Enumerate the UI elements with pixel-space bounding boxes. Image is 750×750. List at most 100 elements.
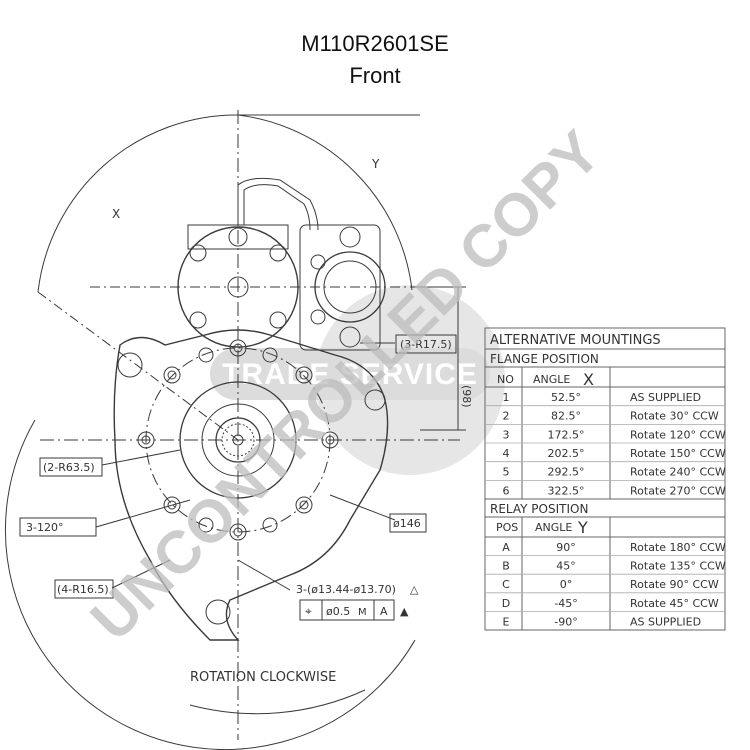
feature-control-frame: [299, 599, 395, 621]
relay-row-pos: D: [502, 597, 510, 610]
flange-row-no: 4: [503, 447, 510, 460]
flange-row-action: Rotate 270° CCW: [630, 484, 726, 497]
watermark-band: [210, 348, 490, 400]
flange-rows: 1 52.5° AS SUPPLIED 2 82.5° Rotate 30° CCW 3 17…: [503, 391, 726, 497]
rotation-arc: [4, 419, 416, 750]
table-heading: ALTERNATIVE MOUNTINGS: [490, 333, 661, 348]
motor-center: [227, 276, 249, 298]
relay-position-title: RELAY POSITION: [490, 502, 588, 516]
leader-dia146: [329, 494, 396, 521]
leader-r16: [111, 559, 171, 589]
pinion-housing: [201, 403, 275, 477]
relay-row: D -45° Rotate 45° CCW: [502, 597, 719, 610]
flange-row: 6 322.5° Rotate 270° CCW: [503, 484, 726, 497]
wiring-loop: [237, 177, 319, 231]
flange-row-angle: 292.5°: [548, 466, 585, 479]
flange-row-angle: 82.5°: [551, 410, 581, 423]
flange-row-no: 6: [503, 484, 510, 497]
relay-header-angle: ANGLE: [535, 521, 572, 534]
relay-row-action: Rotate 90° CCW: [630, 578, 719, 591]
flange-header-no: NO: [497, 373, 514, 386]
relay-row-pos: C: [502, 578, 510, 591]
relay-row-angle: -90°: [554, 615, 577, 628]
watermark-secondary: TRADE SERVICE: [222, 358, 478, 391]
housing-bolt: [228, 227, 248, 247]
fcf-tolerance: ø0.5: [326, 605, 350, 618]
fcf-datum: A: [380, 605, 388, 618]
dia146-box: [389, 513, 427, 533]
rotation-direction-arc: [189, 689, 366, 715]
nose-housing: [179, 381, 297, 499]
relay-row-angle: -45°: [554, 597, 577, 610]
flange-ear-hole: [364, 389, 386, 411]
leader-r63: [101, 449, 181, 466]
flange-row-no: 5: [503, 466, 510, 479]
r17-label: (3-R17.5): [400, 338, 452, 351]
relay-row-angle: 45°: [556, 560, 576, 573]
relay-row-action: AS SUPPLIED: [630, 615, 701, 628]
ang120-box: [19, 517, 97, 537]
flange-header-angle: ANGLE: [533, 373, 570, 386]
angle-x-label: X: [112, 207, 120, 221]
dimension-labels: X Y (3-R17.5) (98) (2-R63.5) 3-120° ø146…: [26, 157, 473, 685]
leader-holes: [237, 559, 291, 591]
ang120-label: 3-120°: [26, 521, 63, 534]
mounting-flange-outline: [113, 329, 389, 641]
flange-row: 2 82.5° Rotate 30° CCW: [503, 410, 719, 423]
relay-row-angle: 90°: [556, 541, 576, 554]
flange-row-no: 1: [503, 391, 510, 404]
flange-row-angle: 52.5°: [551, 391, 581, 404]
flange-position-title: FLANGE POSITION: [490, 352, 599, 366]
flange-row-no: 3: [503, 428, 510, 441]
flange-row-angle: 322.5°: [548, 484, 585, 497]
pinion-gear: [215, 417, 261, 463]
flange-row-angle: 202.5°: [548, 447, 585, 460]
flange-bolt-holes: [137, 339, 339, 541]
angle-x-leader: [37, 291, 239, 441]
relay-row: E -90° AS SUPPLIED: [503, 615, 702, 628]
relay-row: A 90° Rotate 180° CCW: [502, 541, 726, 554]
position-tolerance-icon: ⌖: [305, 604, 312, 618]
flange-row-action: Rotate 120° CCW: [630, 428, 726, 441]
flange-row-action: AS SUPPLIED: [630, 391, 701, 404]
flange-row-action: Rotate 240° CCW: [630, 466, 726, 479]
motor-housing: [177, 226, 299, 348]
flange-row-action: Rotate 30° CCW: [630, 410, 719, 423]
housing-bolt: [189, 311, 207, 329]
housing-bolt: [189, 244, 207, 262]
relay-row-pos: B: [502, 560, 510, 573]
flange-row: 3 172.5° Rotate 120° CCW: [503, 428, 726, 441]
flange-row-no: 2: [503, 410, 510, 423]
rotation-label: ROTATION CLOCKWISE: [190, 670, 336, 685]
leader-120: [95, 499, 191, 528]
relay-row-action: Rotate 180° CCW: [630, 541, 726, 554]
flange-ear-hole: [205, 599, 231, 625]
angle-y-label: Y: [371, 157, 380, 171]
r16-box: [54, 579, 114, 599]
relay-row-pos: E: [503, 615, 510, 628]
relay-row: C 0° Rotate 90° CCW: [502, 578, 719, 591]
pinion-teeth: [221, 423, 255, 457]
housing-bolt: [269, 244, 287, 262]
housing-bolt: [269, 311, 287, 329]
flange-row: 1 52.5° AS SUPPLIED: [503, 391, 702, 404]
flange-row: 5 292.5° Rotate 240° CCW: [503, 466, 726, 479]
alternative-mountings-table: ALTERNATIVE MOUNTINGS FLANGE POSITION NO…: [484, 327, 726, 631]
solenoid-relay: [299, 224, 386, 351]
relay-header-axis: Y: [577, 518, 588, 537]
relay-row-action: Rotate 45° CCW: [630, 597, 719, 610]
dia146-label: ø146: [393, 517, 421, 530]
relay-header-pos: POS: [496, 521, 518, 534]
angle-y-arc: [237, 114, 413, 291]
relay-row-pos: A: [502, 541, 510, 554]
datum-marker-icon: ▲: [400, 605, 409, 618]
holes-symbol: △: [410, 583, 419, 596]
fcf-modifier: M: [358, 607, 367, 618]
relay-row-angle: 0°: [560, 578, 573, 591]
flange-row-angle: 172.5°: [548, 428, 585, 441]
relay-row-action: Rotate 135° CCW: [630, 560, 726, 573]
angle-x-arc: [37, 114, 239, 293]
shaft-center: [232, 434, 244, 446]
